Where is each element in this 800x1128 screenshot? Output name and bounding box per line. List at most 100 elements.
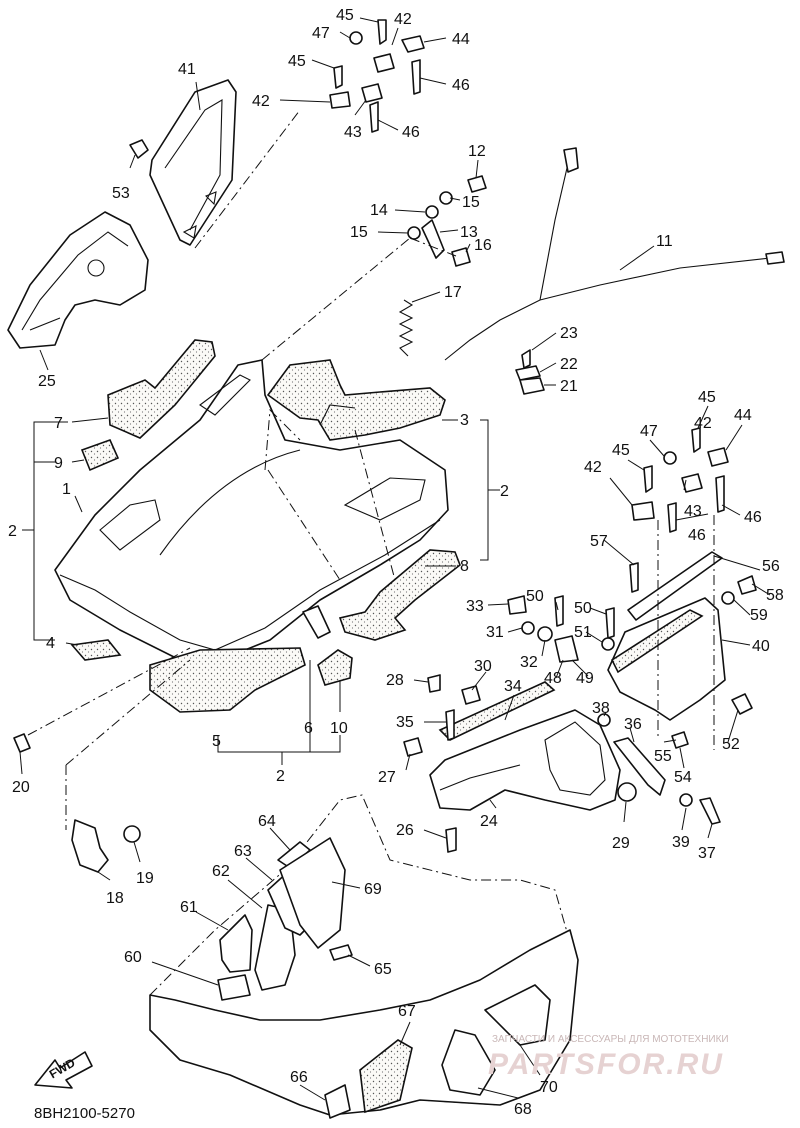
callout-59: 59 <box>750 607 768 624</box>
foam-4 <box>70 639 122 661</box>
callout-64: 64 <box>258 813 276 830</box>
callout-9: 9 <box>54 455 63 472</box>
callout-2-right: 2 <box>500 483 509 500</box>
callout-43-b: 43 <box>684 503 702 520</box>
callout-20: 20 <box>12 779 30 796</box>
callout-40: 40 <box>752 638 770 655</box>
callout-14: 14 <box>370 202 388 219</box>
callout-36: 36 <box>624 716 642 733</box>
callout-23: 23 <box>560 325 578 342</box>
callout-27: 27 <box>378 769 396 786</box>
clip-53 <box>129 139 149 159</box>
callout-3: 3 <box>460 412 469 429</box>
callout-56: 56 <box>762 558 780 575</box>
callout-48: 48 <box>544 670 562 687</box>
panel-41 <box>149 79 237 246</box>
callout-21: 21 <box>560 378 578 395</box>
callout-45-c: 45 <box>698 389 716 406</box>
callout-50-a: 50 <box>526 588 544 605</box>
callout-4: 4 <box>46 635 55 652</box>
callout-42-b: 42 <box>252 93 270 110</box>
callout-53: 53 <box>112 185 130 202</box>
foam-5 <box>149 647 306 713</box>
callout-45-b: 45 <box>288 53 306 70</box>
callout-54: 54 <box>674 769 692 786</box>
callout-17: 17 <box>444 284 462 301</box>
foam-3 <box>266 359 446 441</box>
side-cover-25 <box>7 211 149 349</box>
callout-31: 31 <box>486 624 504 641</box>
callout-47-b: 47 <box>640 423 658 440</box>
callout-51: 51 <box>574 624 592 641</box>
callout-33: 33 <box>466 598 484 615</box>
callout-24: 24 <box>480 813 498 830</box>
strips-34-36 <box>438 681 666 796</box>
fwd-arrow: FWD <box>34 1051 93 1089</box>
callout-58: 58 <box>766 587 784 604</box>
block-10 <box>317 649 353 686</box>
callout-46-a: 46 <box>452 77 470 94</box>
cable-11 <box>444 147 785 361</box>
callout-65: 65 <box>374 961 392 978</box>
callout-69: 69 <box>364 881 382 898</box>
housing-24 <box>429 709 621 811</box>
callout-45-d: 45 <box>612 442 630 459</box>
callout-26: 26 <box>396 822 414 839</box>
watermark: ЗАПЧАСТИ И АКСЕССУАРЫ ДЛЯ МОТОТЕХНИКИ PA… <box>488 1034 729 1081</box>
diagram-code: 8BH2100-5270 <box>34 1105 135 1122</box>
callout-5: 5 <box>212 733 221 750</box>
strip-6 <box>302 605 331 639</box>
callout-28: 28 <box>386 672 404 689</box>
callout-30: 30 <box>474 658 492 675</box>
callout-68: 68 <box>514 1101 532 1118</box>
callout-8: 8 <box>460 558 469 575</box>
callout-42-d: 42 <box>584 459 602 476</box>
callout-34: 34 <box>504 678 522 695</box>
callout-43-a: 43 <box>344 124 362 141</box>
callout-41: 41 <box>178 61 196 78</box>
callout-29: 29 <box>612 835 630 852</box>
callout-52: 52 <box>722 736 740 753</box>
callout-35: 35 <box>396 714 414 731</box>
callout-38: 38 <box>592 700 610 717</box>
callout-16: 16 <box>474 237 492 254</box>
callout-46-b: 46 <box>402 124 420 141</box>
callout-47-a: 47 <box>312 25 330 42</box>
foam-8 <box>338 549 461 641</box>
hardware-12-16 <box>407 175 487 267</box>
callout-12: 12 <box>468 143 486 160</box>
strip-56 <box>627 551 723 621</box>
leader-lines <box>19 17 771 1101</box>
callout-2-bottom: 2 <box>276 768 285 785</box>
callout-45-a: 45 <box>336 7 354 24</box>
callout-61: 61 <box>180 899 198 916</box>
callout-42-a: 42 <box>394 11 412 28</box>
panel-40 <box>607 597 726 721</box>
callout-7: 7 <box>54 415 63 432</box>
clip-52 <box>731 693 753 715</box>
callout-63: 63 <box>234 843 252 860</box>
watermark-brand: PARTSFOR.RU <box>488 1048 724 1081</box>
callout-1: 1 <box>62 481 71 498</box>
spring-17 <box>398 299 414 357</box>
callout-13: 13 <box>460 224 478 241</box>
callout-15-left: 15 <box>350 224 368 241</box>
callout-46-c: 46 <box>744 509 762 526</box>
callout-44-b: 44 <box>734 407 752 424</box>
callout-44-a: 44 <box>452 31 470 48</box>
hardware-lower <box>403 595 721 853</box>
hardware-18-20 <box>13 733 141 873</box>
hardware-58-59 <box>721 575 757 605</box>
block-9 <box>80 438 120 472</box>
callout-46-d: 46 <box>688 527 706 544</box>
callout-49: 49 <box>576 670 594 687</box>
callout-11: 11 <box>656 233 673 250</box>
callout-15-right: 15 <box>462 194 480 211</box>
fasteners-top <box>329 19 425 133</box>
callout-22: 22 <box>560 356 578 373</box>
callout-6: 6 <box>304 720 313 737</box>
foam-7 <box>107 339 216 439</box>
pads-lower <box>217 837 551 1119</box>
callout-66: 66 <box>290 1069 308 1086</box>
fasteners-right <box>631 427 729 533</box>
